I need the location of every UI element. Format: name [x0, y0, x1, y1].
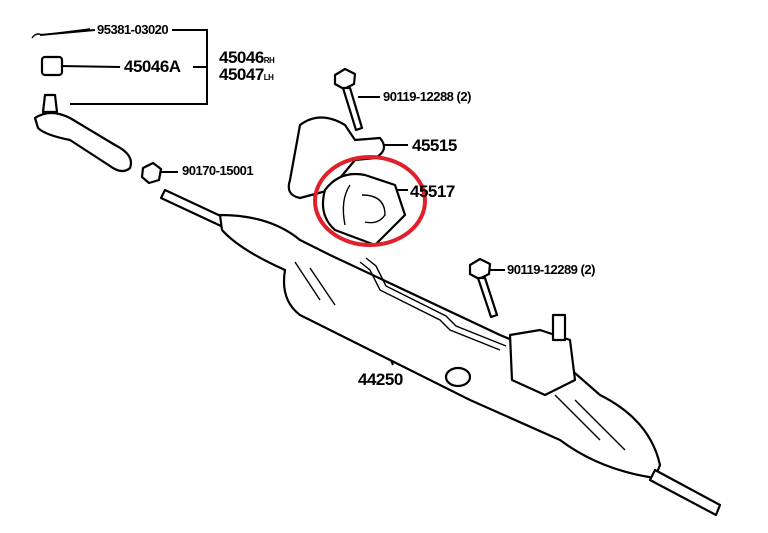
part-label-45046A: 45046A	[124, 57, 181, 76]
part-number: 90119-12288	[383, 89, 454, 104]
part-label-45046: 45046RH	[219, 48, 275, 68]
quantity: (2)	[580, 262, 596, 277]
bolt-upper-icon	[333, 67, 364, 132]
rack-housing-icon	[218, 213, 662, 480]
part-number: 45046	[219, 48, 264, 67]
lock-nut-icon	[140, 161, 163, 185]
part-number: 45047	[219, 65, 264, 84]
side-label: LH	[263, 73, 274, 82]
part-label-45515: 45515	[412, 136, 457, 155]
part-label-90119-12289: 90119-12289 (2)	[507, 262, 595, 277]
part-label-90170-15001: 90170-15001	[182, 163, 254, 178]
part-label-44250: 44250	[358, 370, 403, 389]
nut-icon	[40, 55, 64, 77]
bracket-icon	[287, 116, 386, 200]
part-label-45047: 45047LH	[219, 65, 274, 85]
cotter-pin-icon	[31, 28, 91, 39]
bushing-icon	[321, 172, 407, 247]
highlight-circle	[313, 155, 427, 247]
bolt-lower-icon	[468, 257, 499, 319]
quantity: (2)	[456, 89, 472, 104]
tie-rod-end-icon	[33, 93, 133, 173]
part-number: 90119-12289	[507, 262, 578, 277]
tie-rod-right-icon	[648, 468, 722, 517]
part-label-95381-03020: 95381-03020	[97, 22, 169, 37]
part-label-90119-12288: 90119-12288 (2)	[383, 89, 471, 104]
tie-rod-left-icon	[159, 188, 227, 228]
part-label-45517: 45517	[410, 182, 455, 201]
side-label: RH	[263, 56, 275, 65]
